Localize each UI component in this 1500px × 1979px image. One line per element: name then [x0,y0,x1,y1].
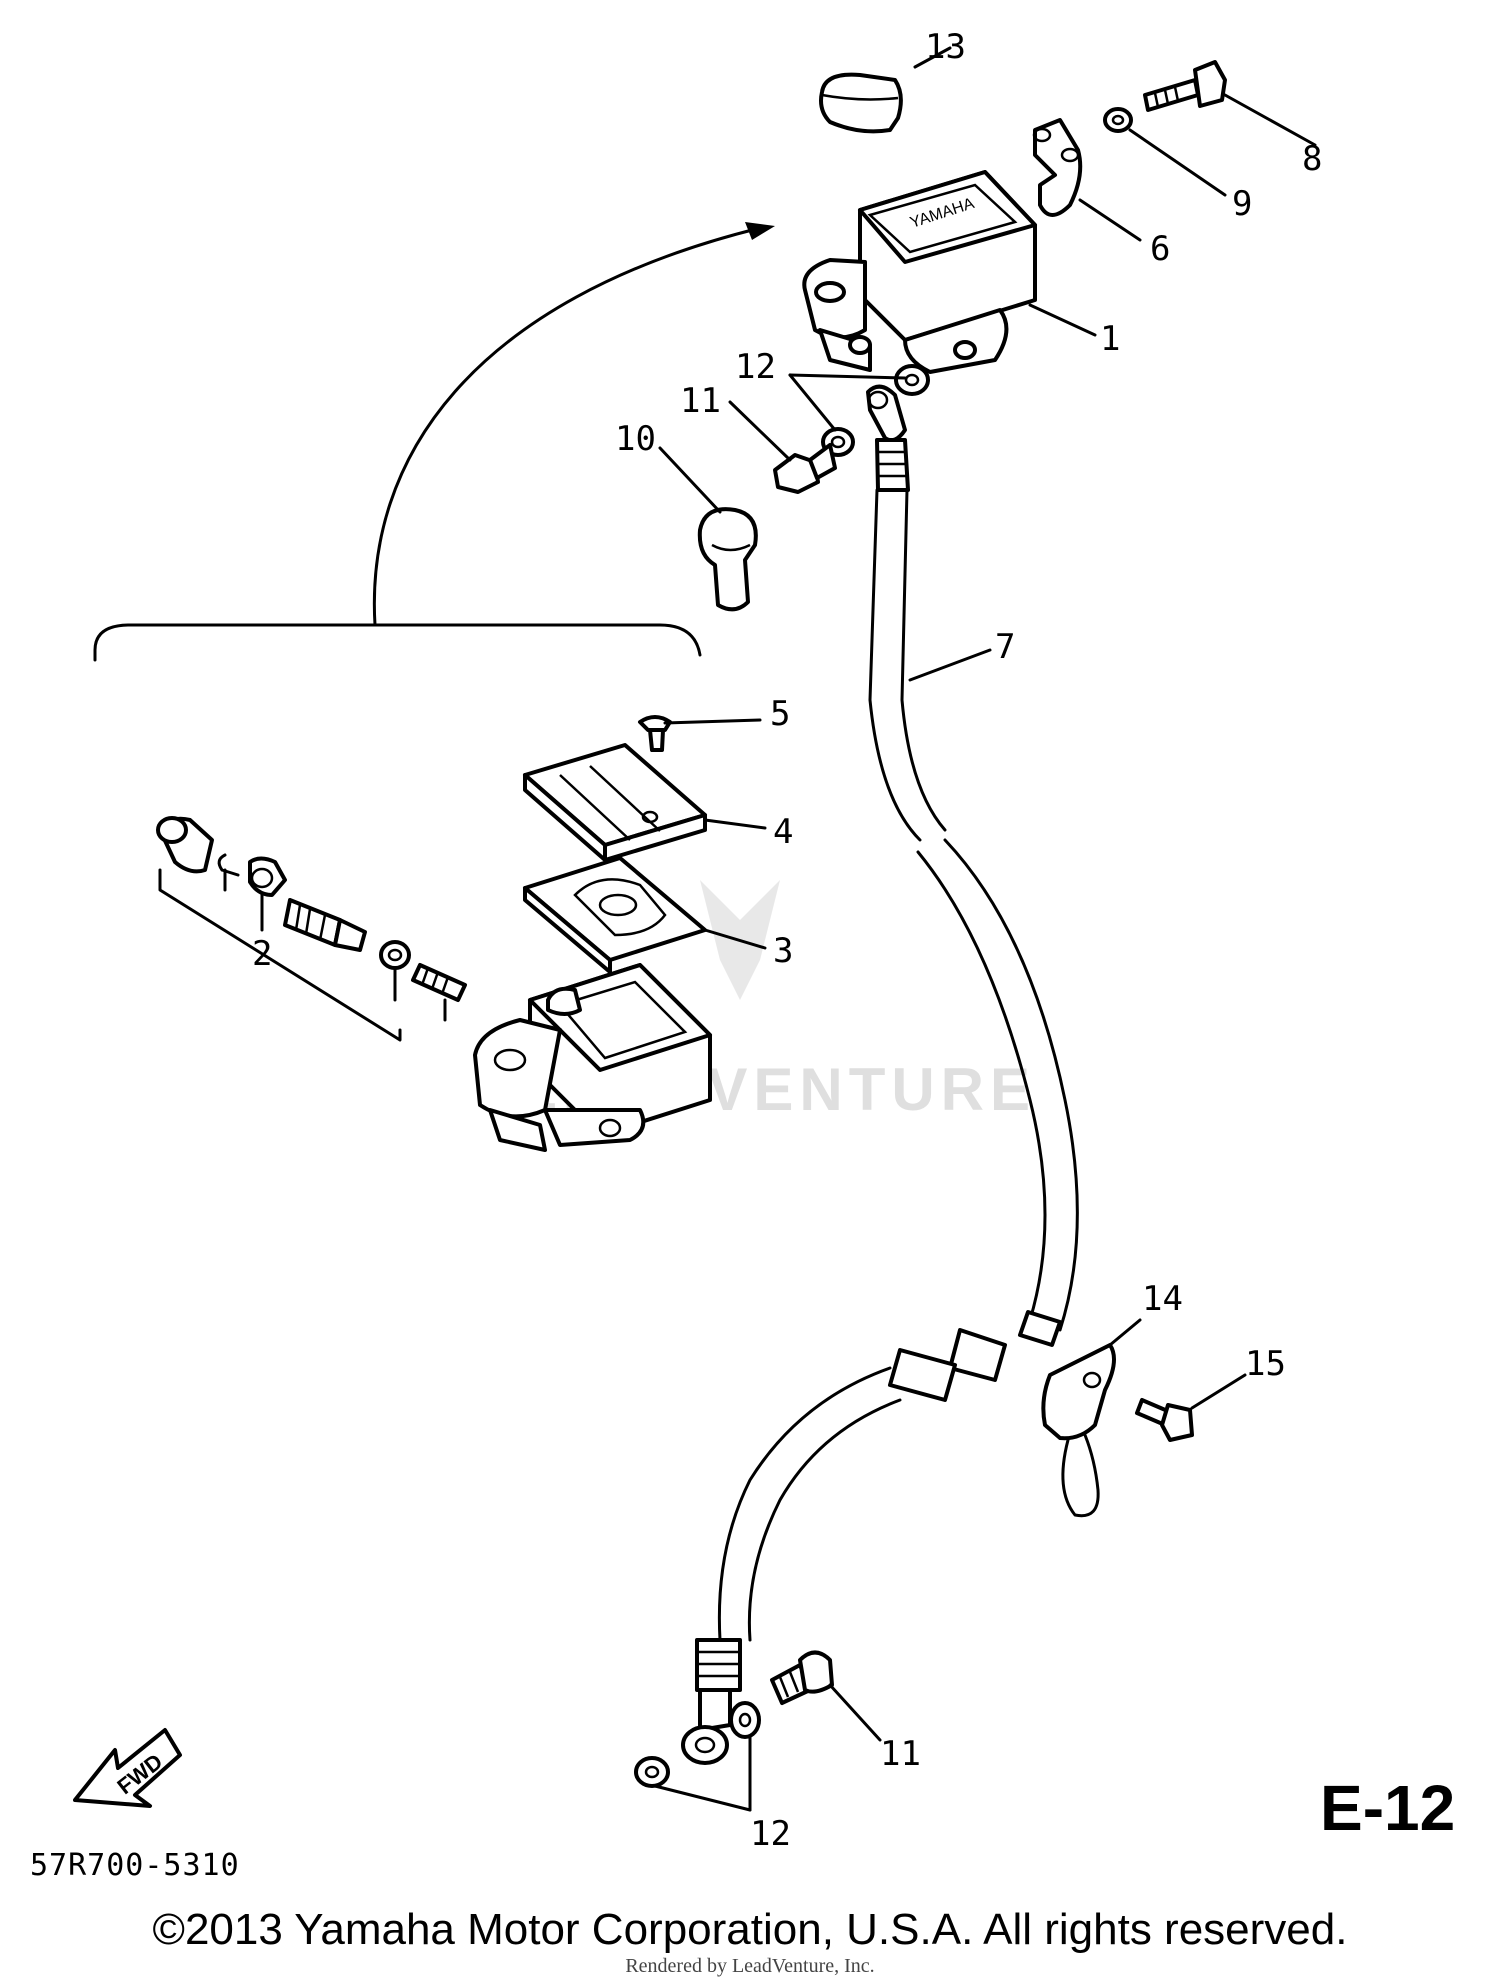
callout-12-top: 12 [735,347,776,387]
callout-5: 5 [770,694,790,734]
part-12-washer-bottom-a [729,1701,761,1739]
part-10-boot [697,507,758,612]
part-8-bolt [1143,60,1227,112]
exploded-view-bracket [93,623,702,662]
callout-12-bottom: 12 [750,1814,791,1854]
callout-11-top: 11 [680,381,721,421]
part-11-union-bolt-bottom [770,1650,834,1705]
callout-6: 6 [1150,229,1170,269]
diagram-part-number: 57R700-5310 [30,1848,240,1883]
callout-2: 2 [252,934,272,974]
part-1-master-cylinder: YAMAHA [802,170,1037,374]
part-13-cap [819,72,903,134]
callout-8: 8 [1302,139,1322,179]
part-3-diaphragm [523,856,707,974]
callout-11-bottom: 11 [880,1734,921,1774]
part-12-washer-bottom-b [634,1756,670,1788]
part-6-holder [1032,118,1083,217]
callout-7: 7 [995,627,1015,667]
part-2-piston-kit [156,816,467,1042]
part-7-brake-hose [681,384,1079,1765]
part-4-cover [523,743,707,862]
page-code: E-12 [1320,1772,1455,1844]
part-5-screw [638,715,672,752]
master-cylinder-body [473,963,712,1152]
assembly-arrowhead [745,222,775,240]
part-14-clamp [1041,1343,1116,1518]
callout-15: 15 [1245,1344,1286,1384]
callout-10: 10 [615,419,656,459]
callout-13: 13 [925,27,966,67]
copyright-notice: ©2013 Yamaha Motor Corporation, U.S.A. A… [152,1905,1348,1954]
part-15-bolt [1135,1398,1194,1442]
callout-14: 14 [1142,1279,1183,1319]
callout-4: 4 [773,812,793,852]
assembly-arrow [372,226,762,627]
part-11-union-bolt-top [773,443,837,494]
rendered-by-note: Rendered by LeadVenture, Inc. [625,1955,875,1977]
fwd-arrow-icon: FWD [73,1728,182,1808]
part-9-washer [1103,107,1133,133]
leader-lines [653,46,1317,1812]
callout-1: 1 [1100,319,1120,359]
callout-9: 9 [1232,184,1252,224]
part-12-washer-top-a [894,364,930,396]
callout-3: 3 [773,931,793,971]
